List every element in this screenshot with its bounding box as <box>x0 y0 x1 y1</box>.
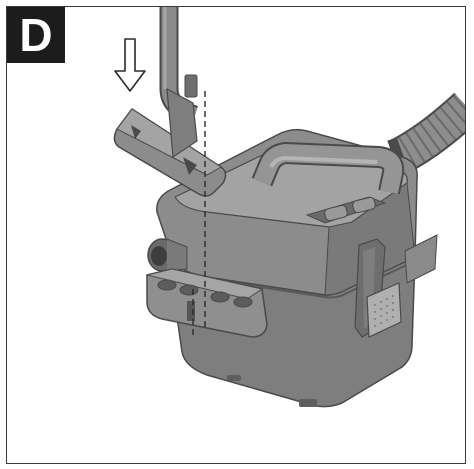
control-buttons <box>305 196 387 224</box>
power-button <box>324 204 348 222</box>
instruction-panel: D <box>6 6 466 464</box>
floor-nozzle <box>113 87 227 197</box>
carry-handle <box>251 142 405 195</box>
filter-grille <box>366 282 402 338</box>
side-panel <box>404 234 438 284</box>
step-badge: D <box>7 7 65 63</box>
mode-button <box>352 196 376 214</box>
vacuum-illustration <box>113 7 465 408</box>
suction-inlet <box>147 238 188 272</box>
accessory-rack <box>146 268 268 338</box>
down-arrow-icon <box>114 38 146 92</box>
storage-slots <box>157 279 253 308</box>
